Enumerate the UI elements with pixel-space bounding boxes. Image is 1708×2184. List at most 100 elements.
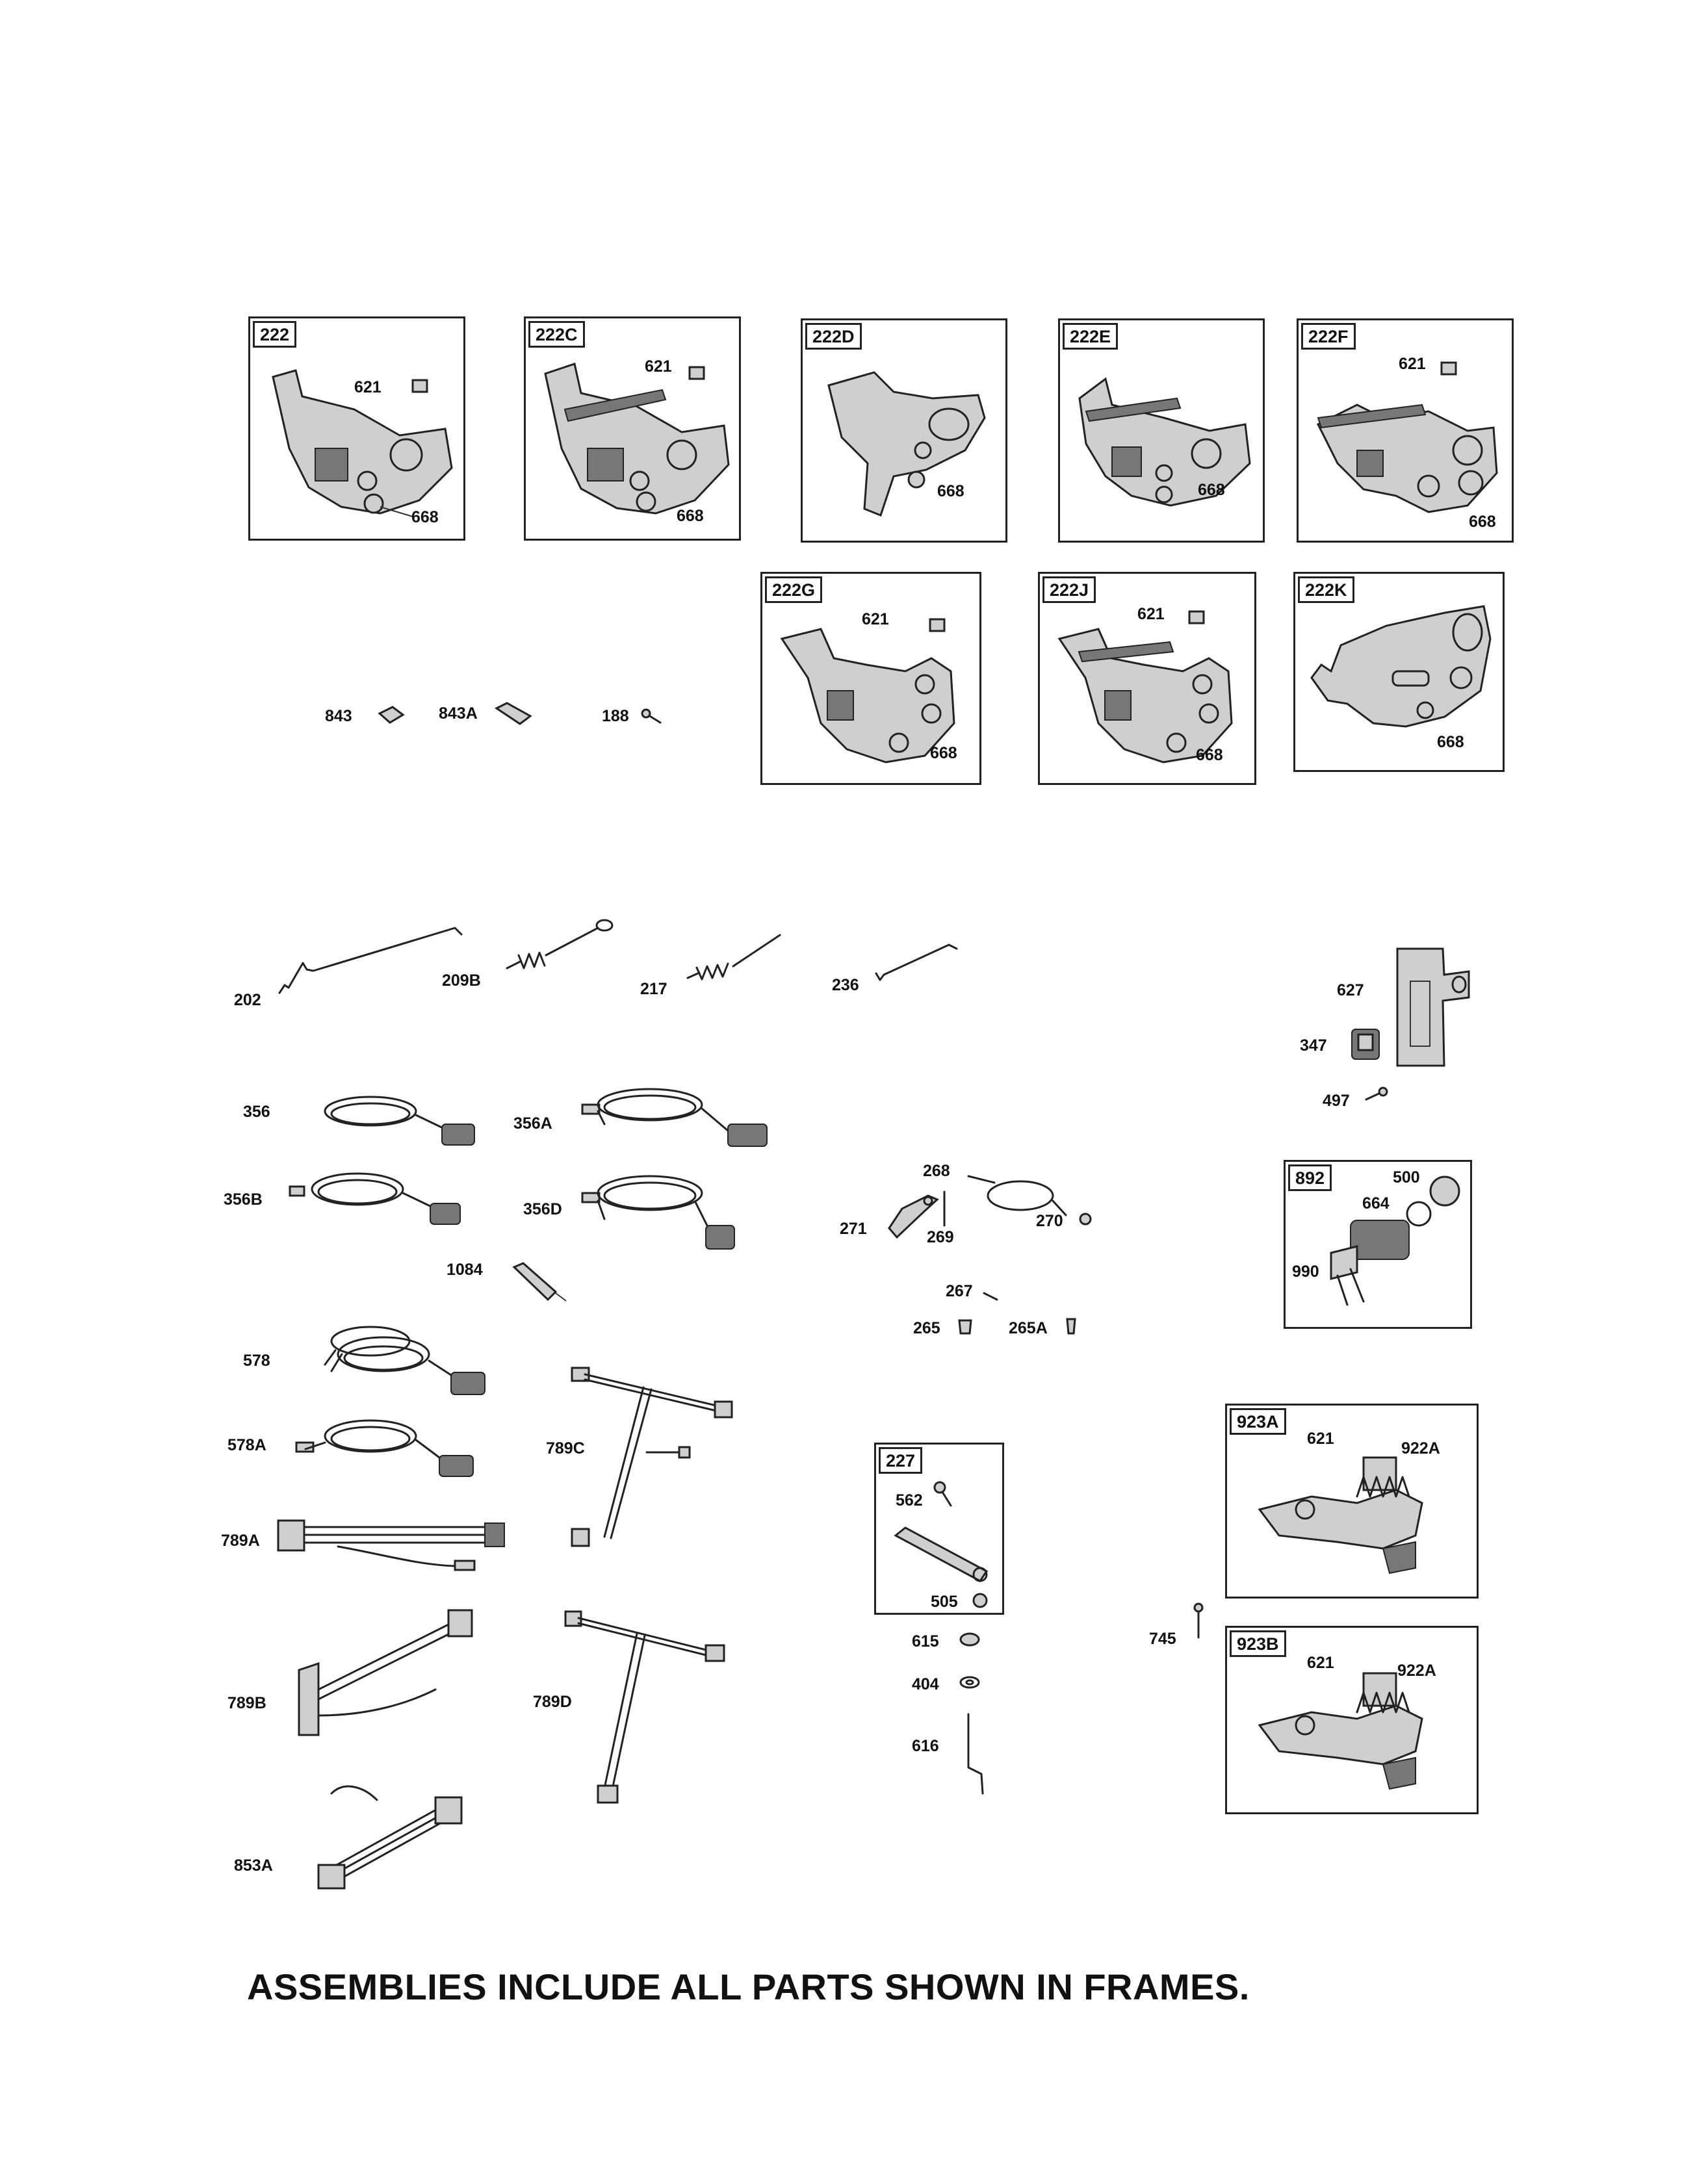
wire-harness-t-drawing — [571, 1367, 733, 1547]
frame-label: 222D — [805, 323, 862, 350]
part-label: 843 — [325, 707, 352, 725]
part-label: 404 — [912, 1675, 939, 1693]
part-label: 578A — [227, 1436, 266, 1454]
part-label: 578 — [243, 1352, 270, 1370]
assembly-frame-222G: 222G 621 668 — [760, 572, 981, 785]
governor-control-bracket-drawing — [1078, 377, 1251, 507]
switch-drawing — [1351, 1029, 1380, 1060]
clip-drawing — [1066, 1318, 1076, 1335]
washer-drawing — [959, 1676, 980, 1689]
part-label: 843A — [439, 704, 478, 723]
part-label: 621 — [1137, 605, 1165, 623]
part-label: 668 — [411, 508, 439, 526]
part-label: 356B — [224, 1190, 263, 1209]
frame-label: 892 — [1288, 1164, 1332, 1191]
part-label: 356D — [523, 1200, 562, 1218]
frame-label: 222J — [1042, 576, 1096, 603]
assembly-frame-892: 892 500 664 990 — [1284, 1160, 1472, 1329]
part-label: 668 — [1196, 746, 1223, 764]
part-label: 621 — [645, 357, 672, 376]
part-label: 789A — [221, 1532, 260, 1550]
connector-drawing — [512, 1262, 567, 1302]
part-label: 270 — [1036, 1212, 1063, 1230]
wire-harness-drawing — [317, 1785, 463, 1890]
governor-control-bracket-drawing — [272, 369, 453, 517]
governor-spring-drawing — [686, 934, 781, 981]
part-label: 789D — [533, 1693, 572, 1711]
part-label: 668 — [677, 507, 704, 525]
frame-label: 923A — [1230, 1408, 1286, 1435]
assemblies-note: ASSEMBLIES INCLUDE ALL PARTS SHOWN IN FR… — [247, 1966, 1250, 2007]
assembly-frame-923B: 923B 621 922A — [1225, 1626, 1479, 1814]
wire-harness-drawing — [324, 1326, 485, 1395]
part-label: 209B — [442, 971, 481, 990]
wire-harness-drawing — [298, 1609, 473, 1736]
part-label: 664 — [1362, 1194, 1390, 1213]
frame-label: 222E — [1063, 323, 1119, 350]
part-label: 562 — [896, 1491, 923, 1510]
part-label: 271 — [840, 1220, 867, 1238]
part-label: 265 — [913, 1319, 940, 1337]
frame-label: 222 — [253, 321, 297, 348]
part-843A-drawing — [495, 702, 532, 725]
part-label: 668 — [1437, 733, 1464, 751]
part-843-drawing — [378, 706, 405, 724]
screw-drawing — [983, 1292, 998, 1301]
governor-control-bracket-drawing — [1057, 610, 1233, 764]
part-label: 621 — [862, 610, 889, 628]
part-label: 505 — [931, 1593, 958, 1611]
assembly-frame-222K: 222K 668 — [1293, 572, 1505, 772]
assembly-frame-222F: 222F 621 668 — [1297, 318, 1514, 543]
part-label: 497 — [1323, 1092, 1350, 1110]
part-label: 615 — [912, 1632, 939, 1651]
assembly-frame-222J: 222J 621 668 — [1038, 572, 1256, 785]
part-label: 268 — [923, 1162, 950, 1180]
shaft-drawing — [967, 1713, 984, 1795]
throttle-control-lever-drawing — [894, 1481, 989, 1608]
part-label: 668 — [930, 744, 957, 762]
throttle-lever-drawing — [888, 1194, 939, 1239]
part-label: 356A — [513, 1114, 552, 1133]
part-label: 616 — [912, 1737, 939, 1755]
part-label: 265A — [1009, 1319, 1048, 1337]
choke-control-drawing — [1258, 1456, 1423, 1574]
part-label: 668 — [1198, 481, 1225, 499]
part-label: 356 — [243, 1103, 270, 1121]
wire-harness-drawing — [324, 1096, 475, 1146]
screw-drawing — [1365, 1086, 1388, 1101]
governor-bracket-plate-drawing — [1310, 605, 1492, 728]
part-label: 347 — [1300, 1036, 1327, 1055]
frame-label: 222C — [528, 321, 585, 348]
nut-drawing — [1079, 1213, 1092, 1226]
wire-harness-drawing — [289, 1172, 461, 1225]
part-label: 217 — [640, 980, 667, 998]
governor-control-bracket-drawing — [1316, 361, 1498, 513]
part-label: 1084 — [446, 1261, 483, 1279]
wire-harness-t-drawing — [564, 1610, 725, 1804]
part-label: 922A — [1397, 1662, 1436, 1680]
assembly-frame-222C: 222C 621 668 — [524, 316, 741, 541]
link-drawing — [943, 1190, 946, 1227]
part-label: 668 — [1469, 513, 1496, 531]
wire-harness-drawing — [581, 1175, 735, 1250]
part-188-drawing — [641, 708, 662, 724]
part-label: 789C — [546, 1439, 585, 1458]
assembly-frame-222D: 222D 668 — [801, 318, 1007, 543]
frame-label: 227 — [879, 1447, 923, 1474]
part-label: 202 — [234, 991, 261, 1009]
frame-label: 222K — [1298, 576, 1354, 603]
frame-label: 222G — [765, 576, 823, 603]
part-label: 922A — [1401, 1439, 1440, 1458]
screw-drawing — [1193, 1602, 1204, 1639]
part-label: 188 — [602, 707, 629, 725]
control-bracket-plate-drawing — [1396, 947, 1470, 1067]
wire-harness-drawing — [581, 1088, 768, 1147]
governor-control-bracket-drawing — [780, 618, 955, 764]
part-label: 745 — [1149, 1630, 1176, 1648]
assembly-frame-222: 222 621 668 — [248, 316, 465, 541]
governor-control-bracket-drawing — [544, 363, 730, 515]
frame-label: 222F — [1301, 323, 1356, 350]
part-label: 621 — [354, 378, 382, 396]
frame-label: 923B — [1230, 1630, 1286, 1657]
part-label: 269 — [927, 1228, 954, 1246]
